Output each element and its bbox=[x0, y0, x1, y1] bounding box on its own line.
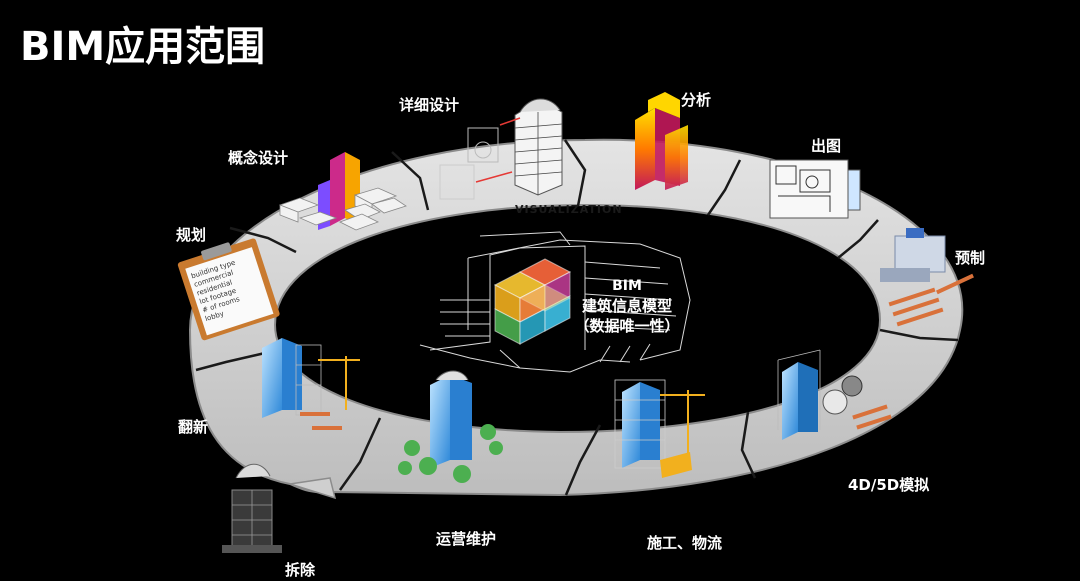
demolition-model bbox=[222, 463, 282, 553]
stage-label-operation: 运营维护 bbox=[436, 530, 497, 548]
page-title: BIM应用范围 bbox=[20, 24, 266, 70]
drawing-floorplan bbox=[769, 159, 861, 219]
stage-label-drawing: 出图 bbox=[811, 137, 842, 155]
stage-label-concept: 概念设计 bbox=[228, 149, 289, 167]
core-label: BIM 建筑信息模型 （数据唯一性） bbox=[572, 276, 682, 336]
central-wireframe-building bbox=[419, 231, 691, 373]
detail-design-model bbox=[439, 98, 563, 200]
stage-label-detail: 详细设计 bbox=[399, 96, 460, 114]
analysis-model bbox=[635, 92, 688, 190]
concept-design-model bbox=[278, 152, 407, 231]
stage-label-construction: 施工、物流 bbox=[647, 534, 723, 552]
stage-label-analysis: 分析 bbox=[681, 91, 712, 109]
core-line-note: （数据唯一性） bbox=[574, 317, 680, 335]
stage-label-prefab: 预制 bbox=[955, 249, 986, 267]
planning-clipboard bbox=[177, 238, 280, 341]
core-line-name: 建筑信息模型 bbox=[581, 297, 672, 315]
ring-label: VISUALIZATION bbox=[515, 203, 623, 216]
stage-label-sim: 4D/5D模拟 bbox=[848, 476, 930, 494]
prefab-model bbox=[880, 228, 974, 327]
stage-label-demolition: 拆除 bbox=[285, 561, 316, 579]
core-line-bim: BIM bbox=[612, 278, 642, 294]
sim-4d5d-model bbox=[777, 349, 892, 440]
stage-label-renovation: 翻新 bbox=[178, 418, 209, 436]
construction-model bbox=[614, 379, 705, 478]
stage-label-planning: 规划 bbox=[176, 226, 207, 244]
renovation-model bbox=[262, 338, 360, 430]
bim-core-cube bbox=[493, 258, 572, 345]
operation-model bbox=[398, 370, 503, 483]
ring-dividers bbox=[195, 139, 959, 496]
